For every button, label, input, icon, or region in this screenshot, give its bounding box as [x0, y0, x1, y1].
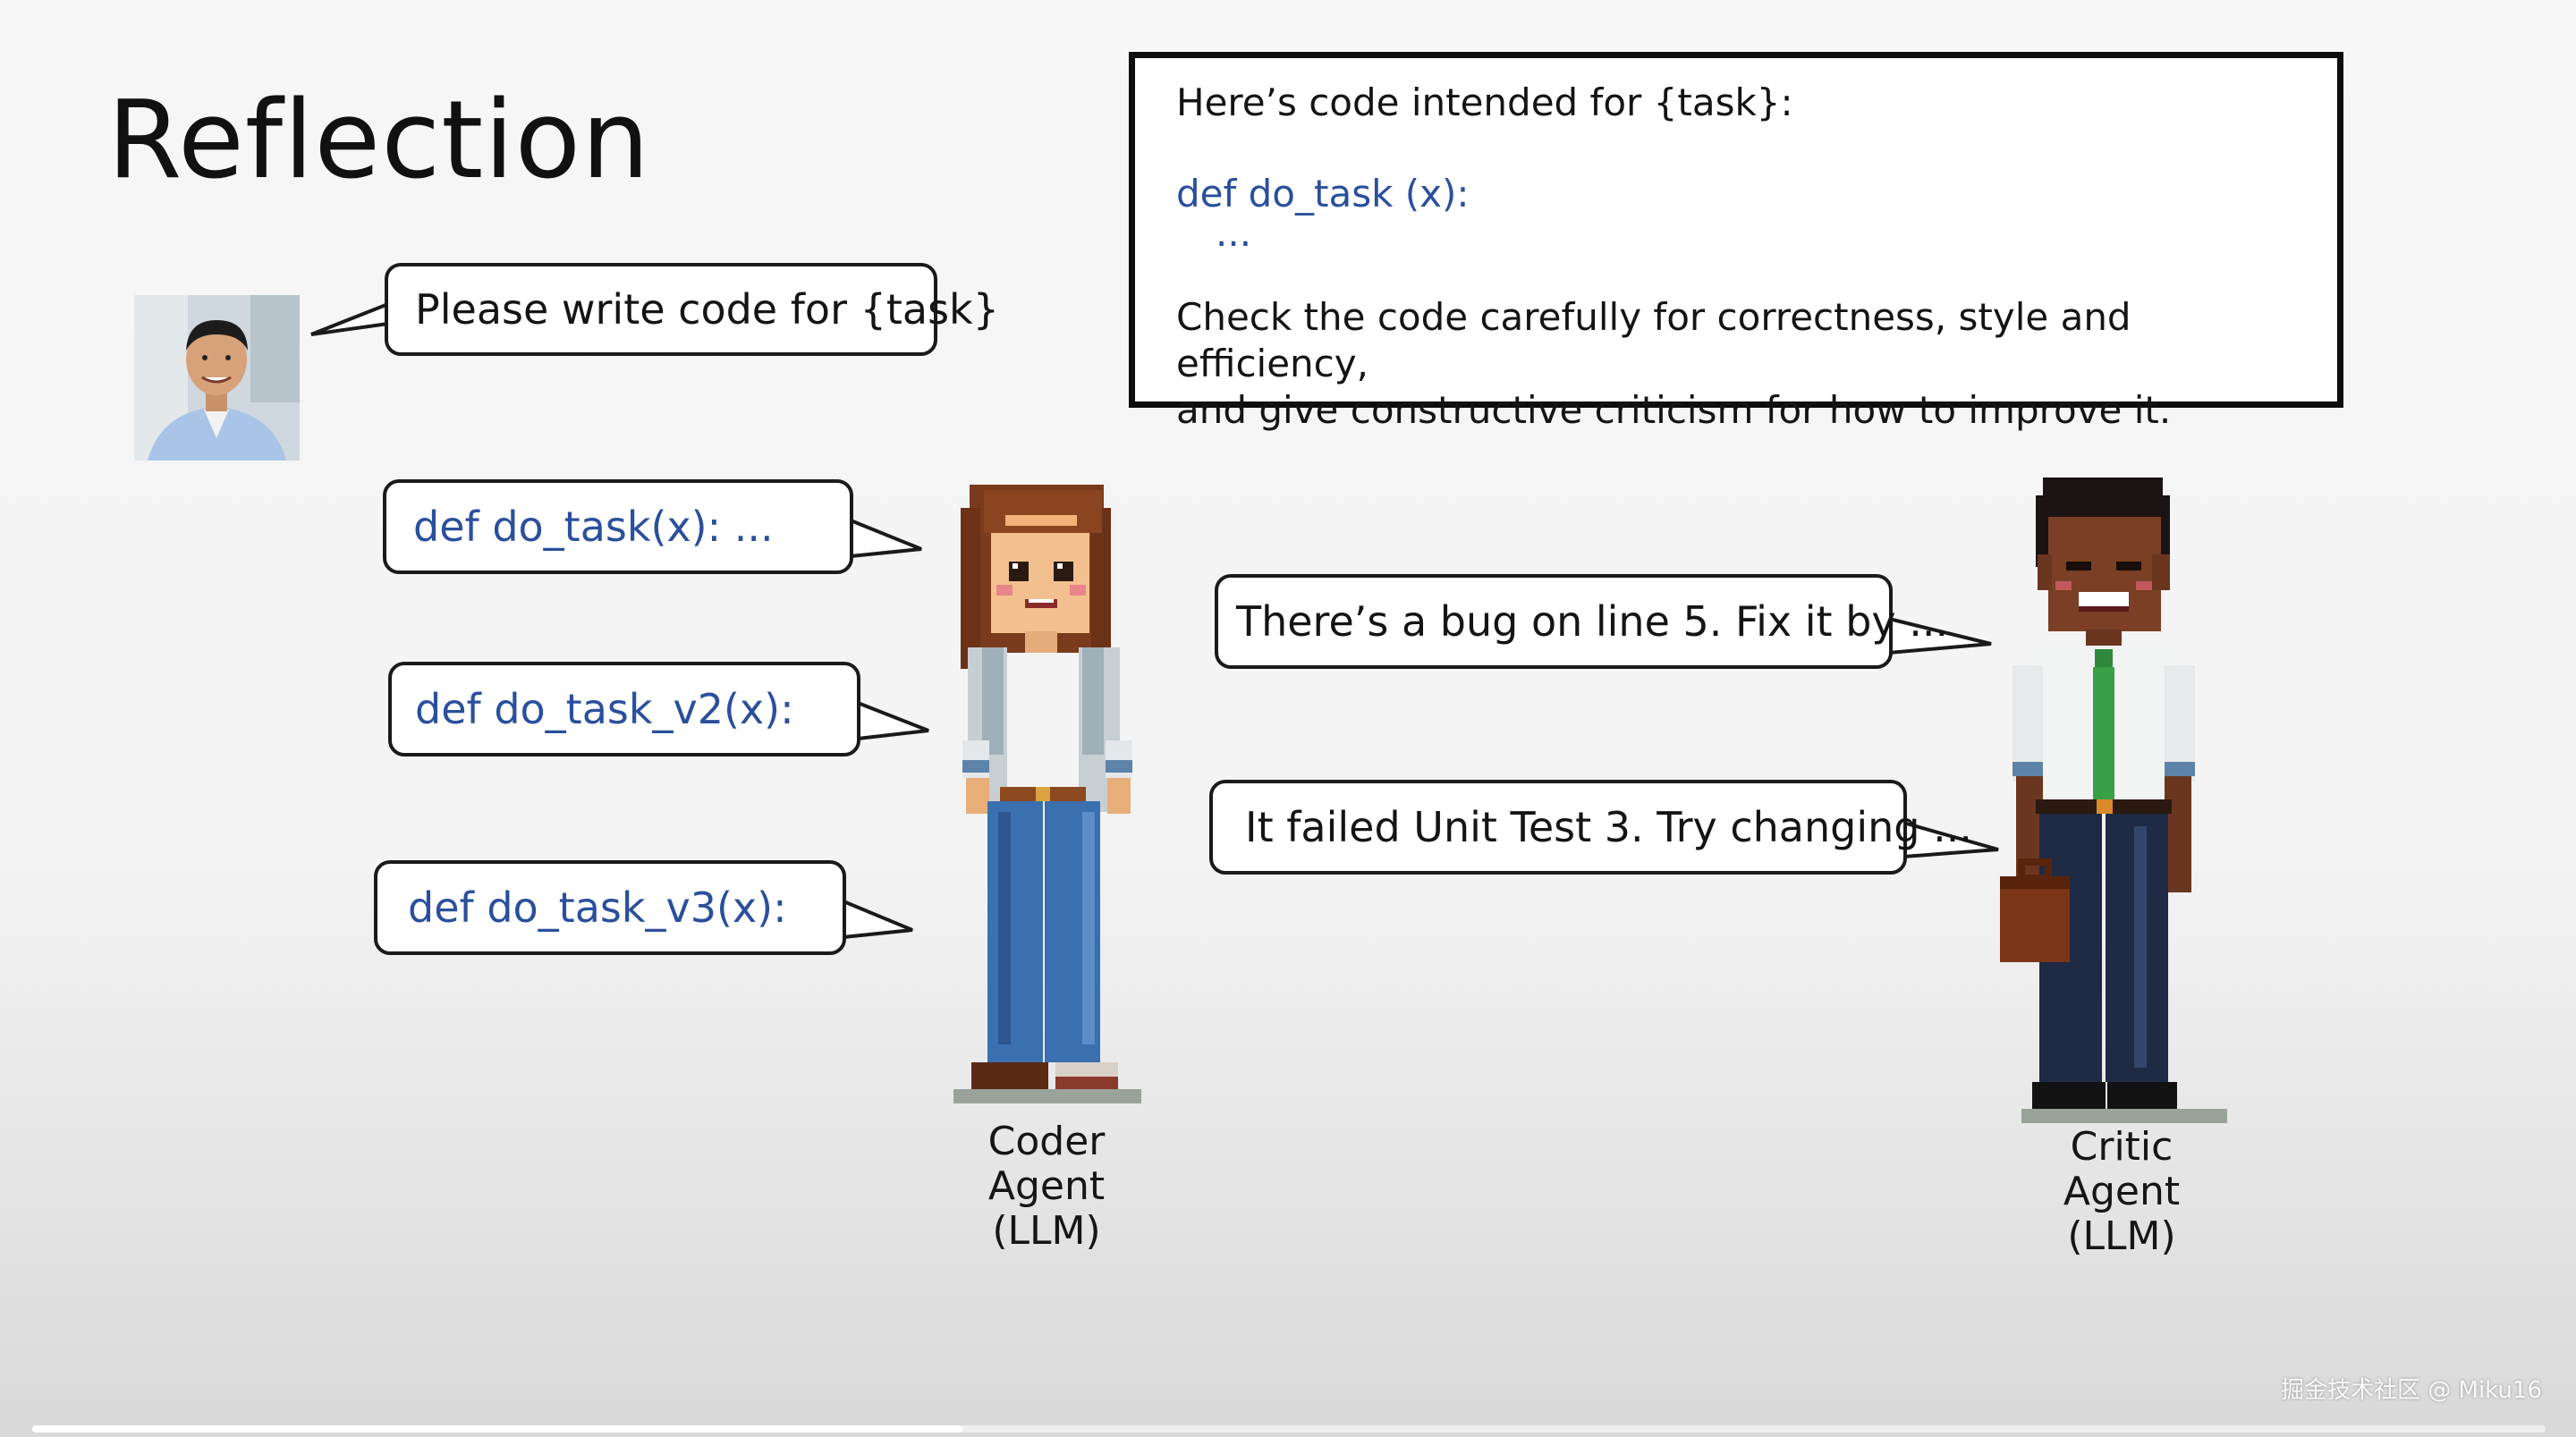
agent-label-line: Critic [2070, 1124, 2174, 1170]
user-request-text: Please write code for {task} [415, 285, 999, 334]
critic-agent-label: Critic Agent (LLM) [2005, 1125, 2238, 1259]
tail-user-request [310, 301, 390, 336]
tail-coder-output-2 [856, 700, 929, 741]
prompt-intro-line: Here’s code intended for {task}: [1176, 80, 1793, 124]
coder-agent-label: Coder Agent (LLM) [930, 1120, 1163, 1254]
critic-prompt-box: Here’s code intended for {task}: def do_… [1129, 52, 2343, 432]
agent-label-line: (LLM) [992, 1208, 1101, 1254]
critic-agent-figure [2000, 478, 2227, 1123]
video-progress-bar[interactable] [32, 1425, 2546, 1433]
critic-feedback-text: There’s a bug on line 5. Fix it by ... [1236, 597, 1949, 646]
prompt-code-line: def do_task (x): [1176, 172, 1470, 216]
prompt-instruction-line: Check the code carefully for correctness… [1176, 295, 2131, 385]
coder-output-text: def do_task_v3(x): [408, 883, 787, 932]
watermark: 掘金技术社区 @ Miku16 [2280, 1377, 2542, 1404]
critic-feedback-bubble: There’s a bug on line 5. Fix it by ... [1215, 574, 1948, 669]
agent-label-line: Agent [987, 1163, 1106, 1209]
coder-output-bubble: def do_task_v2(x): [388, 662, 860, 757]
agent-label-line: (LLM) [2067, 1213, 2176, 1259]
person-photo-icon [134, 295, 300, 461]
coder-output-bubble: def do_task_v3(x): [374, 860, 846, 955]
user-request-bubble: Please write code for {task} [385, 263, 999, 356]
page-title: Reflection [107, 79, 651, 203]
tail-coder-output-3 [842, 899, 913, 940]
agent-label-line: Agent [2063, 1169, 2181, 1214]
critic-feedback-text: It failed Unit Test 3. Try changing ... [1245, 803, 1972, 851]
coder-output-bubble: def do_task(x): ... [383, 479, 853, 574]
coder-output-text: def do_task_v2(x): [415, 685, 794, 733]
video-progress-fill [32, 1425, 962, 1433]
coder-output-text: def do_task(x): ... [413, 503, 774, 551]
prompt-code-ellipsis: ... [1216, 211, 1252, 255]
agent-label-line: Coder [987, 1119, 1106, 1164]
user-avatar [134, 295, 300, 461]
coder-agent-figure [953, 485, 1141, 1103]
prompt-instruction-line: and give constructive criticism for how … [1176, 388, 2172, 432]
tail-coder-output-1 [849, 518, 922, 559]
critic-feedback-bubble: It failed Unit Test 3. Try changing ... [1209, 780, 1972, 875]
